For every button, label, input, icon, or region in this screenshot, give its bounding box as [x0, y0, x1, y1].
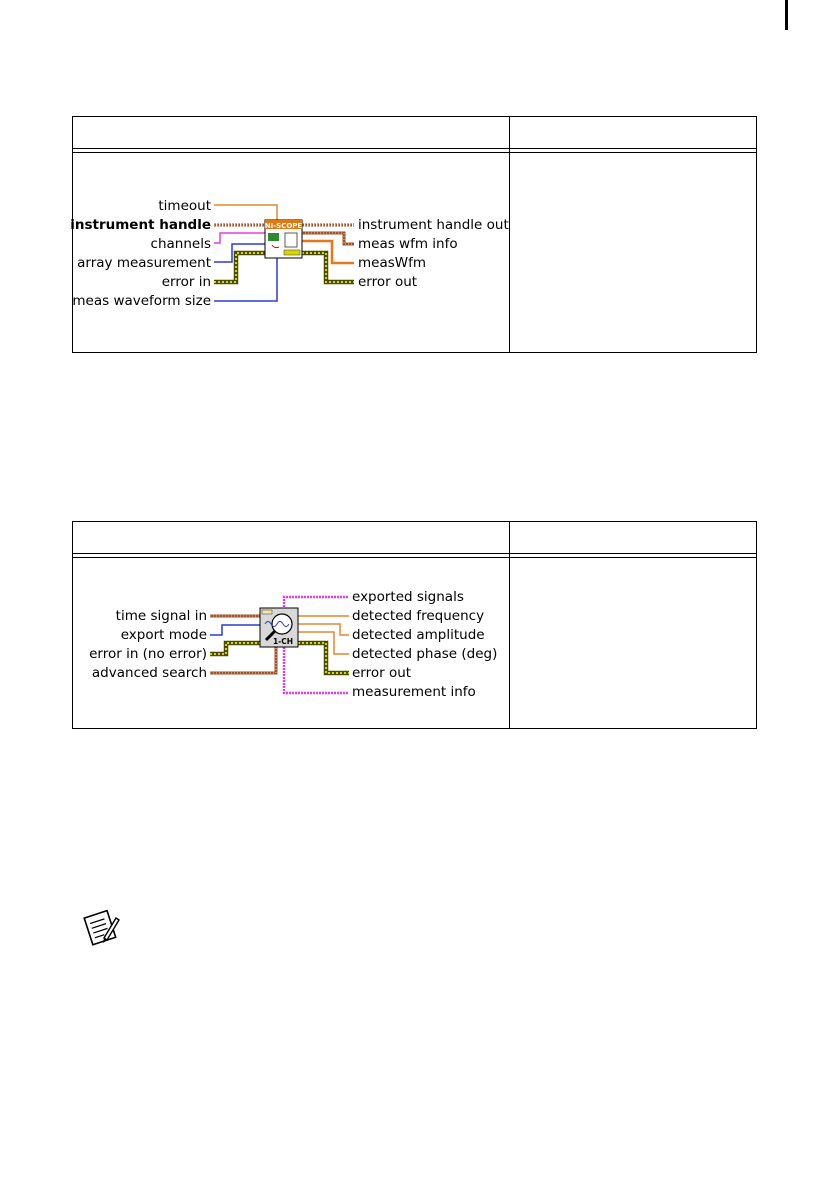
input-error-in: error in — [161, 274, 211, 290]
output-detected-amplitude: detected amplitude — [352, 627, 485, 643]
vi-table-1 — [72, 116, 757, 353]
vi-icon-banner: NI-SCOPE — [265, 222, 303, 230]
input-array-measurement: array measurement — [77, 255, 211, 271]
vi-icon-label: 1-CH — [273, 637, 293, 646]
connector-diagram-1: NI-SCOPE — [214, 204, 354, 302]
output-instrument-handle-out: instrument handle out — [358, 217, 509, 233]
connector-diagram-2: 1-CH — [210, 595, 349, 695]
input-advanced-search: advanced search — [91, 665, 207, 681]
input-time-signal-in: time signal in — [115, 608, 207, 624]
input-meas-waveform-size: meas waveform size — [72, 293, 211, 309]
output-meas-wfm-info: meas wfm info — [358, 236, 458, 252]
page-edge-rule — [785, 0, 788, 30]
output-detected-frequency: detected frequency — [352, 608, 485, 624]
output-detected-phase: detected phase (deg) — [352, 646, 498, 662]
note-icon — [83, 909, 120, 946]
tone-measurement-vi-icon: 1-CH — [259, 607, 299, 648]
output-error-out: error out — [358, 274, 418, 290]
output-measurement-info: measurement info — [352, 684, 476, 700]
input-instrument-handle: instrument handle — [70, 217, 211, 233]
output-error-out-2: error out — [352, 665, 412, 681]
output-exported-signals: exported signals — [352, 589, 464, 605]
output-measwfm: measWfm — [358, 255, 427, 271]
vi-table-2 — [72, 521, 757, 729]
input-timeout: timeout — [158, 198, 211, 214]
input-error-in-no-error: error in (no error) — [89, 646, 207, 662]
input-channels: channels — [150, 236, 211, 252]
niscope-vi-icon: NI-SCOPE — [264, 219, 303, 259]
input-export-mode: export mode — [120, 627, 207, 643]
